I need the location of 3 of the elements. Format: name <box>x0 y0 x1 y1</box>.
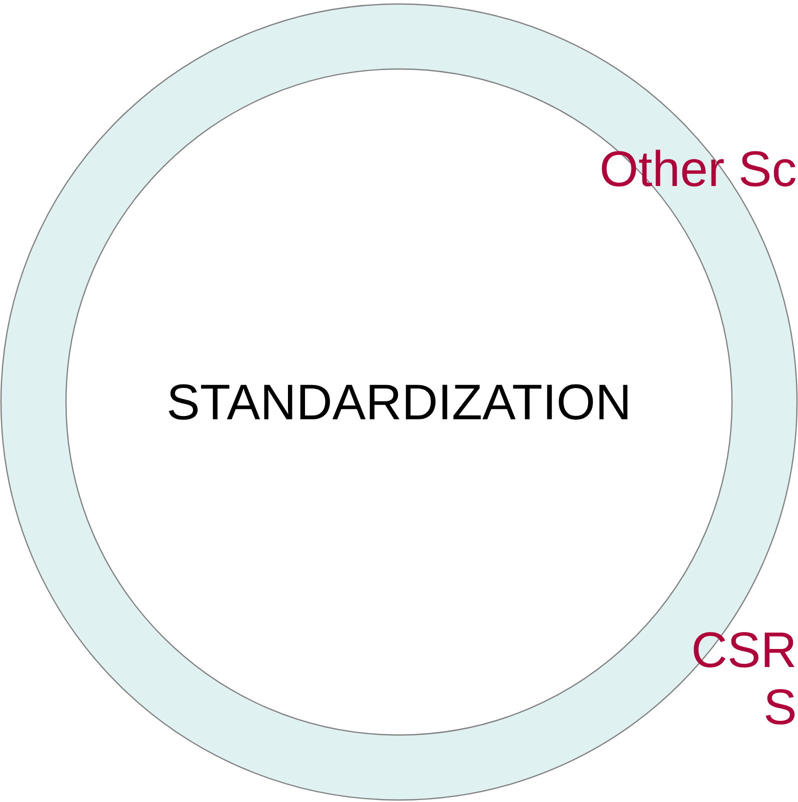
label-text: CSR <box>694 632 794 668</box>
label-text: S <box>766 689 794 724</box>
label-text: Other Sc <box>602 150 796 186</box>
